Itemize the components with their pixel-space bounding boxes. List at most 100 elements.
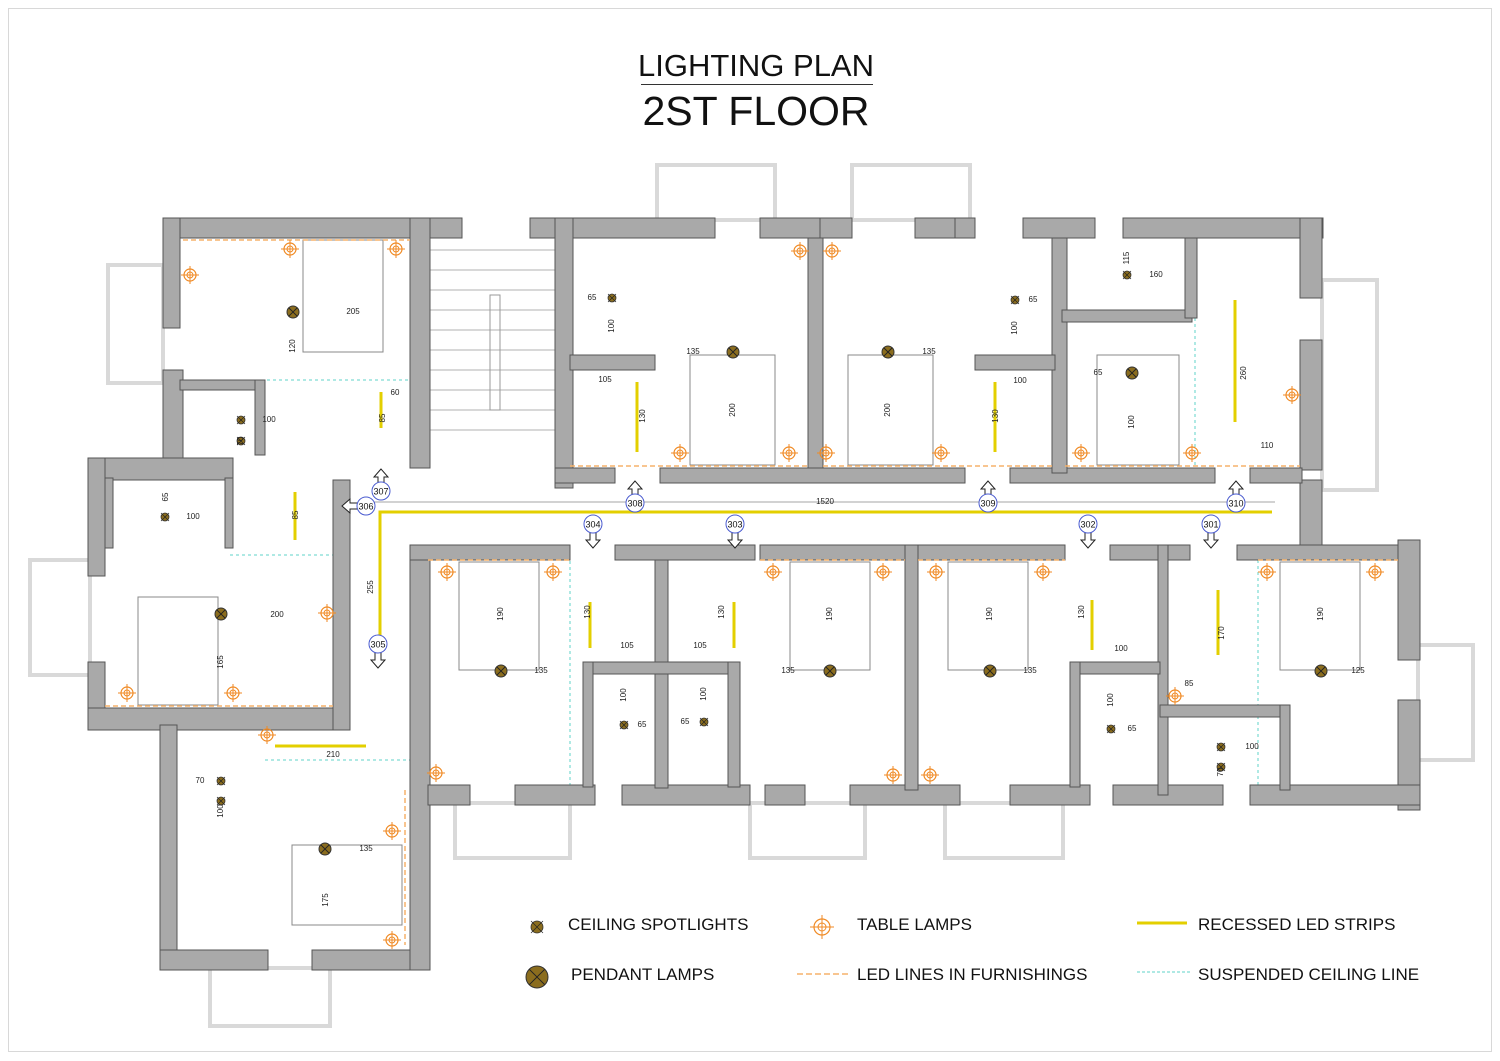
dimension-label: 105	[598, 375, 612, 384]
ceiling-spotlight-cross	[236, 415, 246, 425]
dimension-label: 100	[699, 687, 708, 701]
wall	[1069, 661, 1081, 788]
table-lamp-cross	[1034, 563, 1052, 581]
table-lamp-cross	[544, 563, 562, 581]
room-number: 308	[627, 498, 642, 508]
wall	[104, 477, 114, 549]
pendant-lamp-cross	[216, 609, 226, 619]
room-tag-circle	[356, 496, 376, 516]
bed	[1279, 561, 1361, 671]
balcony	[453, 801, 572, 860]
dimension-label: 125	[1351, 666, 1365, 675]
table-lamp-cross	[258, 726, 276, 744]
dimension-label: 85	[378, 413, 387, 422]
table-lamp-cross	[118, 684, 136, 702]
wall	[409, 544, 571, 561]
table-lamp-cross	[810, 915, 834, 939]
dimension-label: 65	[1094, 368, 1103, 377]
pendant-lamp-cross	[728, 347, 738, 357]
dimension-label: 65	[161, 492, 170, 501]
table-lamp-cross	[671, 444, 689, 462]
dimension-label: 200	[728, 403, 737, 417]
table-lamp-cross	[817, 444, 835, 462]
dimension-label: 115	[1122, 251, 1131, 264]
corridor	[365, 501, 1275, 655]
wall	[529, 217, 716, 239]
table-lamp-cross	[1183, 444, 1201, 462]
wall	[332, 479, 351, 731]
dimension-label: 70	[236, 436, 245, 445]
wall	[764, 784, 806, 806]
wall	[1109, 544, 1191, 561]
wall	[1397, 539, 1421, 661]
bed	[689, 354, 776, 466]
dimension-label: 200	[270, 610, 284, 619]
room-tag-circle	[1078, 514, 1098, 534]
table-lamp-cross	[927, 563, 945, 581]
table-lamp-cross	[874, 563, 892, 581]
dimension-label: 190	[1316, 607, 1325, 621]
wall	[409, 544, 431, 971]
table-lamp-cross	[427, 764, 445, 782]
wall	[87, 707, 351, 731]
dimension-label: 105	[693, 641, 707, 650]
dimension-label: 135	[686, 347, 700, 356]
room-number: 309	[980, 498, 995, 508]
pendant-lamp-cross	[528, 968, 546, 986]
arrow-down-icon	[1202, 531, 1220, 549]
wall	[1009, 467, 1216, 484]
dimension-label: 100	[607, 319, 616, 333]
room-tag-circle	[583, 514, 603, 534]
dimension-label: 85	[1185, 679, 1194, 688]
led-strips	[105, 239, 1398, 945]
dimension-label: 70	[196, 776, 205, 785]
wall	[1397, 699, 1421, 811]
ceiling-spotlight-cross	[530, 920, 544, 934]
ceiling-spotlight-cross	[607, 293, 617, 303]
dimension-label: 135	[922, 347, 936, 356]
dimension-label: 135	[781, 666, 795, 675]
pendant-lamp-cross	[1316, 666, 1326, 676]
light-fixtures	[118, 240, 1384, 949]
wall	[659, 467, 966, 484]
drawing-sheet-border	[8, 8, 1492, 1052]
dimension-label: 200	[883, 403, 892, 417]
table-lamp-cross	[383, 822, 401, 840]
wall	[162, 217, 431, 239]
balcony	[748, 801, 867, 860]
dimension-label: 70	[1216, 767, 1225, 776]
dimension-label: 130	[717, 605, 726, 619]
dimension-label: 130	[583, 605, 592, 619]
wall	[427, 784, 471, 806]
wall	[409, 217, 431, 469]
dimension-label: 85	[291, 510, 300, 519]
dimension-label: 100	[619, 688, 628, 702]
balcony	[943, 801, 1065, 860]
pendant-lamp-cross	[1127, 368, 1137, 378]
room-tag-circle	[1226, 493, 1246, 513]
room-number: 307	[373, 486, 388, 496]
wall	[159, 949, 269, 971]
dimension-label: 65	[681, 717, 690, 726]
dimension-label: 165	[216, 655, 225, 669]
wall	[554, 467, 616, 484]
dimension-label: 65	[1128, 724, 1137, 733]
bed	[789, 561, 871, 671]
room-number: 301	[1203, 519, 1218, 529]
pendant-lamp-cross	[288, 307, 298, 317]
table-lamp-cross	[791, 242, 809, 260]
dimension-label: 135	[1023, 666, 1037, 675]
dimension-label: 100	[1127, 415, 1136, 429]
wall	[87, 457, 106, 577]
balcony	[28, 558, 92, 677]
table-lamp-cross	[281, 240, 299, 258]
dimension-label: 190	[496, 607, 505, 621]
wall	[759, 217, 821, 239]
dimension-label: 205	[346, 307, 360, 316]
ceiling-spotlight-cross	[216, 796, 226, 806]
dimension-label: 160	[1149, 270, 1163, 279]
wall	[1069, 661, 1161, 675]
table-lamp-cross	[1166, 687, 1184, 705]
